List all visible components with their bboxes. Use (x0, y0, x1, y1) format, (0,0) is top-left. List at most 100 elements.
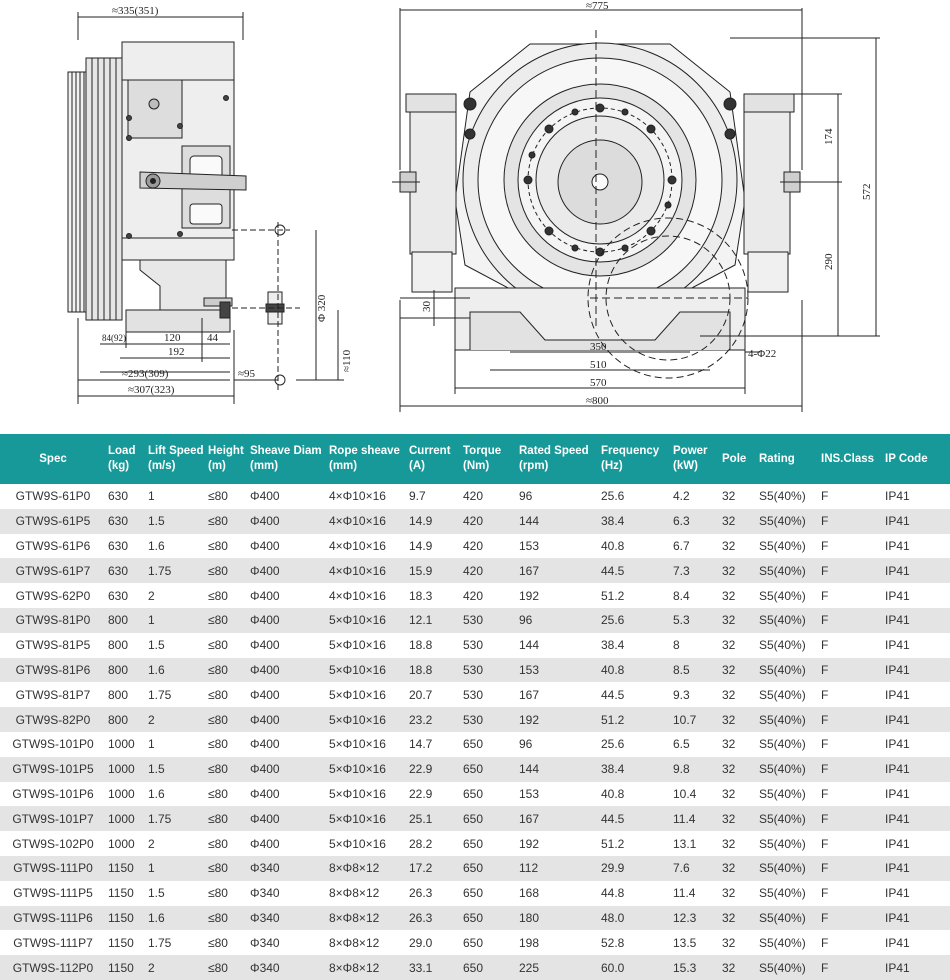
table-cell: GTW9S-61P7 (0, 558, 106, 584)
header-torque: Torque (Nm) (461, 434, 517, 484)
table-cell: ≤80 (206, 855, 248, 881)
table-cell: GTW9S-101P0 (12, 737, 94, 752)
table-cell: Φ400 (250, 538, 280, 553)
table-cell: 420 (461, 558, 517, 584)
table-cell: 650 (461, 855, 517, 881)
table-cell: 167 (517, 806, 599, 832)
table-cell: 4×Φ10×16 (329, 489, 386, 504)
table-cell: 12.1 (407, 607, 461, 633)
table-cell: 5×Φ10×16 (327, 756, 407, 782)
table-cell: 23.2 (407, 707, 461, 732)
table-cell: 1.5 (146, 508, 206, 534)
dim-phi320: Φ 320 (316, 294, 328, 322)
table-cell: GTW9S-61P5 (0, 508, 106, 534)
table-cell: S5(40%) (757, 905, 819, 931)
table-cell: S5(40%) (759, 836, 806, 851)
table-cell: 153 (517, 657, 599, 683)
table-cell: 32 (722, 588, 736, 603)
table-cell: F (821, 638, 829, 653)
table-cell: 52.8 (601, 935, 625, 950)
table-cell: 8.5 (671, 657, 720, 683)
dim-775: ≈775 (586, 0, 609, 12)
table-cell: 1150 (106, 955, 146, 980)
table-cell: 2 (146, 955, 206, 980)
table-cell: 25.1 (407, 806, 461, 832)
table-cell: ≤80 (208, 489, 228, 504)
table-cell: 800 (106, 607, 146, 633)
table-cell: 1 (146, 855, 206, 881)
dim-510: 510 (590, 359, 607, 371)
dim-307: ≈307(323) (128, 384, 175, 396)
table-cell: 32 (720, 707, 757, 732)
table-cell: 8×Φ8×12 (327, 855, 407, 881)
table-cell: 32 (720, 905, 757, 931)
table-cell: 1.75 (146, 558, 206, 584)
table-cell: 180 (517, 905, 599, 931)
table-cell: ≤80 (206, 806, 248, 832)
table-cell: 32 (720, 558, 757, 584)
dim-top-width: ≈335(351) (112, 5, 159, 17)
table-cell: S5(40%) (757, 855, 819, 881)
table-cell: 96 (519, 737, 533, 752)
table-cell: GTW9S-101P7 (0, 806, 106, 832)
table-cell: 1.5 (146, 756, 206, 782)
table-cell: S5(40%) (759, 489, 806, 504)
table-cell: 44.5 (599, 558, 671, 584)
dim-95: ≈95 (238, 368, 256, 380)
table-cell: 630 (108, 588, 129, 603)
table-cell: 192 (519, 836, 540, 851)
table-cell: S5(40%) (757, 607, 819, 633)
table-cell: 44.8 (601, 886, 625, 901)
table-cell: 800 (108, 687, 129, 702)
table-cell: S5(40%) (759, 935, 806, 950)
header-pole: Pole (720, 434, 757, 484)
table-cell: 4×Φ10×16 (329, 588, 386, 603)
table-cell: F (821, 737, 829, 752)
table-cell: 650 (463, 737, 484, 752)
table-cell: Φ340 (250, 886, 280, 901)
table-cell: 40.8 (599, 657, 671, 683)
table-cell: Φ400 (250, 687, 280, 702)
table-cell: F (821, 588, 829, 603)
table-cell: 1150 (108, 886, 134, 901)
table-cell: IP41 (885, 538, 910, 553)
table-cell: ≤80 (206, 558, 248, 584)
table-cell: 144 (519, 638, 540, 653)
table-cell: 1000 (106, 756, 146, 782)
table-cell: 32 (722, 836, 736, 851)
table-cell: 530 (461, 607, 517, 633)
dim-290: 290 (823, 253, 835, 270)
dim-174: 174 (823, 128, 835, 145)
dim-572: 572 (861, 184, 873, 201)
table-cell: S5(40%) (757, 508, 819, 534)
table-cell: 8×Φ8×12 (327, 905, 407, 931)
table-cell: 9.3 (673, 687, 690, 702)
header-spec: Spec (0, 434, 106, 484)
table-cell: GTW9S-111P7 (13, 935, 93, 950)
header-rating: Rating (757, 434, 819, 484)
front-view-labels: ≈775 174 572 290 30 350 510 570 ≈800 4-Φ… (421, 0, 873, 407)
table-cell: 168 (519, 886, 540, 901)
dim-293: ≈293(309) (122, 368, 169, 380)
dim-120: 120 (164, 332, 181, 344)
table-cell: 1150 (106, 855, 146, 881)
table-cell: 1.75 (146, 806, 206, 832)
table-cell: 32 (722, 687, 736, 702)
table-cell: 198 (519, 935, 540, 950)
table-cell: Φ400 (248, 558, 327, 584)
table-cell: S5(40%) (757, 707, 819, 732)
table-cell: 44.5 (599, 806, 671, 832)
table-cell: 60.0 (599, 955, 671, 980)
table-cell: 8×Φ8×12 (327, 955, 407, 980)
dim-570: 570 (590, 377, 607, 389)
header-current: Current (A) (407, 434, 461, 484)
table-cell: 167 (519, 687, 540, 702)
header-power: Power (kW) (671, 434, 720, 484)
table-cell: 5×Φ10×16 (327, 806, 407, 832)
